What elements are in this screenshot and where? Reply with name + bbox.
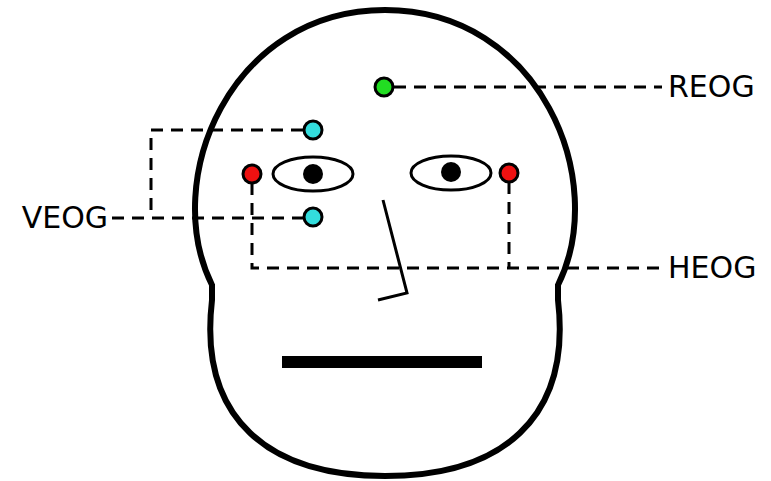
vertical-electrode bbox=[304, 208, 322, 226]
heog-lead-left bbox=[252, 183, 662, 268]
right-eye bbox=[411, 156, 491, 190]
horizontal-electrode bbox=[500, 164, 518, 182]
horizontal-electrode bbox=[243, 165, 261, 183]
heog-lead-right bbox=[508, 182, 511, 268]
signal-label: VEOG bbox=[20, 203, 110, 233]
reference-electrode bbox=[375, 78, 393, 96]
mouth bbox=[282, 356, 482, 368]
reog-lead bbox=[394, 86, 662, 89]
left-pupil bbox=[303, 164, 323, 184]
nose bbox=[378, 200, 407, 300]
veog-lead-upper bbox=[151, 130, 303, 218]
vertical-electrode bbox=[304, 121, 322, 139]
veog-lead-lower bbox=[112, 217, 303, 220]
signal-label: HEOG bbox=[666, 253, 758, 283]
left-eye bbox=[273, 157, 353, 191]
right-pupil bbox=[441, 162, 461, 182]
signal-label: REOG bbox=[666, 72, 757, 102]
